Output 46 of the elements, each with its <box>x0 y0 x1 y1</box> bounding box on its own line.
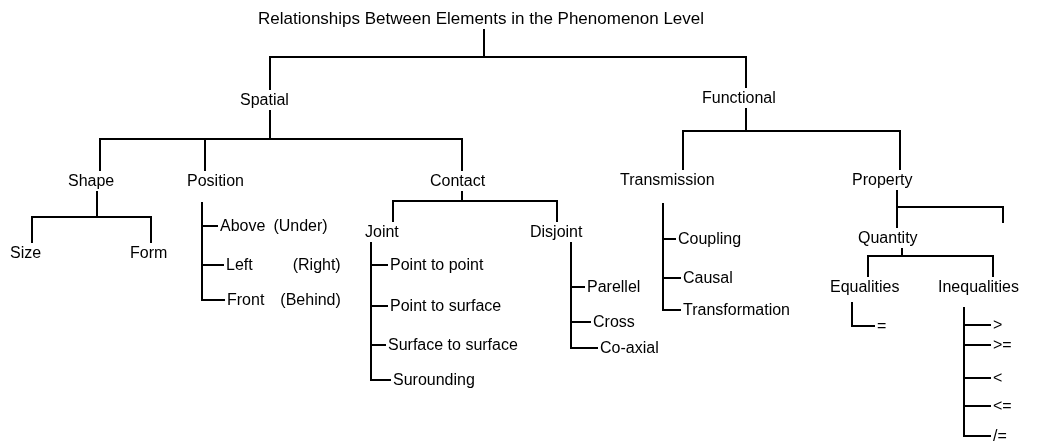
tree-node-label: = <box>877 316 887 336</box>
tree-node-label: Joint <box>365 222 399 242</box>
tree-node-label: Position <box>187 171 244 191</box>
tree-node-label: <= <box>993 396 1012 416</box>
tree-node-label: Disjoint <box>530 222 583 242</box>
root-label: Relationships Between Elements in the Phenomenon Level <box>258 9 705 29</box>
connector-line <box>483 28 747 89</box>
connector-line <box>901 247 994 278</box>
connector-line <box>745 107 901 171</box>
tree-node-label: Spatial <box>240 90 289 110</box>
tree-node-label: Property <box>852 170 913 190</box>
tree-node-label: Parellel <box>587 277 641 297</box>
tree-node-label: Front (Behind) <box>227 290 341 310</box>
connector-line <box>570 241 599 349</box>
tree-node-label: Contact <box>430 171 486 191</box>
tree-node-label: Coupling <box>678 229 742 249</box>
tree-node-label: Transmission <box>620 170 715 190</box>
tree-node-label: Form <box>130 243 168 263</box>
connector-line <box>851 301 876 327</box>
tree-node-label: Point to point <box>390 255 484 275</box>
tree-node-label: Quantity <box>858 228 918 248</box>
connector-line <box>963 306 992 437</box>
tree-node-label: >= <box>993 335 1012 355</box>
tree-node-label: Co-axial <box>600 338 659 358</box>
connector-line <box>370 241 392 381</box>
tree-node-label: Functional <box>702 88 776 108</box>
connector-line <box>201 201 226 301</box>
tree-node-label: Surounding <box>393 370 475 390</box>
tree-node-label: Shape <box>68 171 115 191</box>
tree-node-label: Point to surface <box>390 296 502 316</box>
tree-node-label: /= <box>993 426 1007 446</box>
tree-node-label: Size <box>10 243 42 263</box>
tree-node-label: Transformation <box>683 300 790 320</box>
tree-node-label: Causal <box>683 268 733 288</box>
connector-line <box>461 190 558 223</box>
connector-line <box>896 189 1004 224</box>
tree-node-label: Surface to surface <box>388 335 518 355</box>
tree-node-label: Left (Right) <box>226 255 341 275</box>
tree-node-label: < <box>993 368 1003 388</box>
tree-node-label: > <box>993 315 1003 335</box>
connector-line <box>662 202 682 311</box>
tree-node-label: Inequalities <box>938 277 1019 297</box>
tree-node-label: Above (Under) <box>220 216 328 236</box>
tree-node-label: Equalities <box>830 277 900 297</box>
connector-line <box>96 190 152 244</box>
tree-node-label: Cross <box>593 312 635 332</box>
